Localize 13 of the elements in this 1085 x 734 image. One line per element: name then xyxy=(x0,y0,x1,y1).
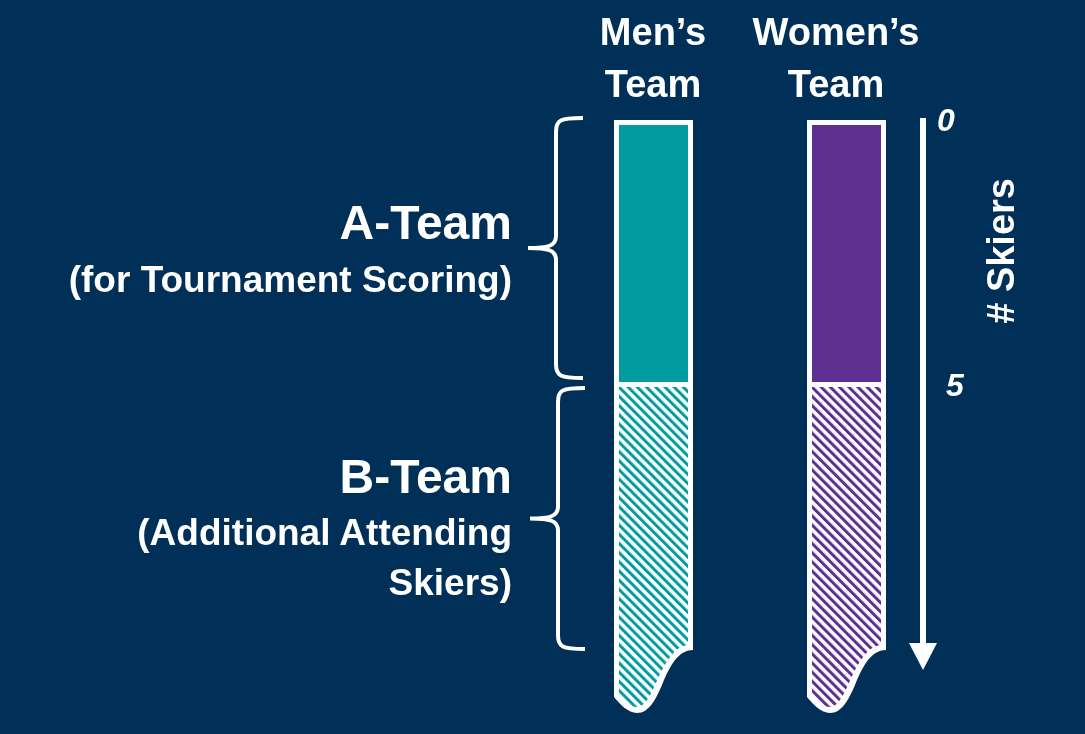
hatched-segment xyxy=(812,387,881,707)
axis-title: # Skiers xyxy=(981,178,1021,324)
column-heading: Men’s Team xyxy=(599,10,707,107)
hatched-segment xyxy=(619,387,688,707)
section-title: B-Team xyxy=(339,449,512,505)
section-subtitle: (for Tournament Scoring) xyxy=(68,258,512,302)
axis-tick-label: 0 xyxy=(937,102,955,138)
solid-segment xyxy=(812,125,881,382)
section-subtitle: (Additional Attending Skiers) xyxy=(136,511,512,605)
column-heading: Women’s Team xyxy=(752,10,920,107)
solid-segment xyxy=(619,125,688,382)
axis-tick-label: 5 xyxy=(946,367,964,403)
section-title: A-Team xyxy=(339,195,512,251)
